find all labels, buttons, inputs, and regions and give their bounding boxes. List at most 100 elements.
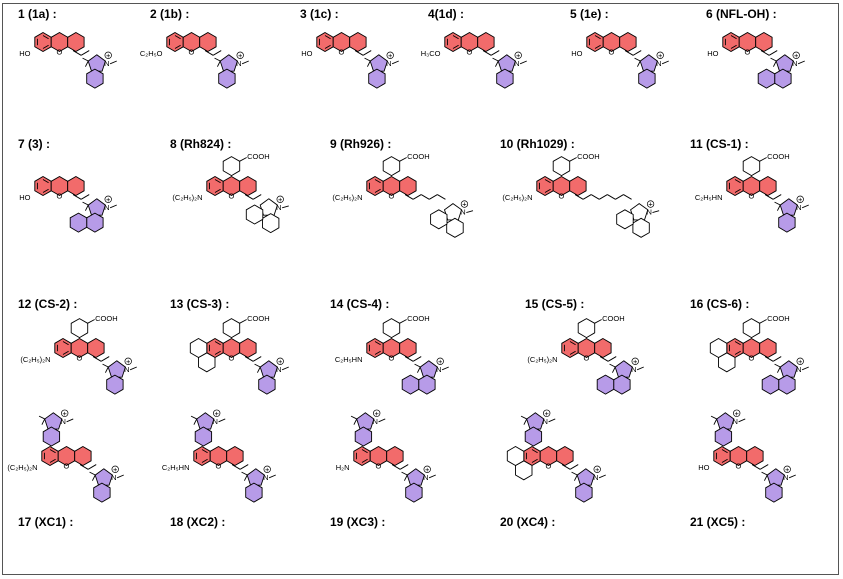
charge-sign: +: [734, 409, 739, 418]
charge-sign: +: [648, 200, 653, 209]
oxygen-atom: O: [584, 354, 590, 363]
double-bond: [214, 179, 221, 184]
carboxyl-label: COOH: [577, 152, 600, 161]
indolium-benzene-ring: [778, 374, 796, 395]
methyl-bond: [257, 366, 261, 373]
substituent-label: C₂H₅HN: [695, 193, 723, 202]
xanthene-ring-cyclohexene: [239, 175, 257, 197]
methine-bond: [80, 50, 90, 56]
double-bond: [174, 35, 181, 40]
double-bond: [324, 44, 331, 49]
indolium-five-ring: [716, 412, 735, 430]
indolium-benzene-ring: [765, 482, 783, 503]
n-alkyl-bond: [636, 366, 644, 371]
methine-bond: [772, 356, 782, 362]
n-alkyl-bond: [801, 366, 809, 371]
indolium-benzene-ring: [524, 426, 543, 447]
methine-bond: [490, 50, 500, 56]
indolium-five-ring: [219, 54, 238, 72]
methyl-bond: [401, 471, 408, 476]
methyl-bond: [414, 363, 421, 368]
charge-sign: +: [798, 195, 803, 204]
n-alkyl-bond: [218, 418, 226, 423]
methine-bond: [72, 50, 82, 56]
substituent-label: HO: [301, 49, 312, 58]
methine-bond: [429, 194, 438, 200]
charge-sign: +: [785, 465, 790, 474]
xanthene-ring-cyclohexene: [746, 445, 764, 467]
n-alkyl-bond: [281, 205, 289, 209]
n-alkyl-bond: [428, 474, 436, 479]
oxygen-atom: O: [229, 354, 235, 363]
oxygen-atom: O: [389, 192, 395, 201]
xanthene-ring-cyclohexene: [199, 31, 217, 53]
indolium-five-ring: [246, 468, 265, 486]
charge-sign: +: [214, 409, 219, 418]
nitrogen-atom: N: [514, 59, 519, 68]
charge-sign: +: [265, 465, 270, 474]
julolidine-ring: [506, 445, 525, 467]
double-bond: [374, 179, 381, 184]
double-bond: [42, 188, 49, 193]
indolium-five-ring: [779, 198, 798, 216]
xanthene-ring-cyclohexene: [594, 337, 612, 359]
substituent-label: HO: [19, 49, 30, 58]
indolium-five-ring: [406, 468, 425, 486]
methine-bond: [607, 194, 616, 200]
nitrogen-atom: N: [104, 59, 109, 68]
carboxyl-label: COOH: [602, 314, 625, 323]
nitrogen-atom: N: [792, 59, 797, 68]
positive-charge-icon: [423, 465, 431, 473]
positive-charge-icon: [213, 409, 221, 417]
methyl-bond: [367, 60, 371, 67]
double-bond: [452, 44, 459, 49]
methyl-bond: [214, 57, 221, 62]
double-bond: [214, 188, 221, 193]
indolium-benzene-ring: [245, 482, 263, 503]
oxygen-atom: O: [229, 192, 235, 201]
methine-bond: [437, 194, 446, 200]
double-bond: [214, 341, 221, 346]
double-bond: [730, 44, 737, 49]
methyl-bond: [353, 418, 358, 425]
substituent-label: H₂N: [336, 463, 350, 472]
methine-bond: [354, 50, 364, 56]
indolium-benzene-ring: [258, 374, 276, 395]
compound-label: 3 (1c) :: [300, 7, 339, 21]
positive-charge-icon: [460, 200, 469, 208]
double-bond: [594, 44, 601, 49]
double-bond: [734, 341, 741, 346]
methine-bond: [772, 194, 782, 200]
substituent-label: C₂H₅O: [140, 49, 163, 58]
benzoic-acid-ring: [70, 318, 89, 339]
oxygen-atom: O: [736, 462, 742, 471]
positive-charge-icon: [276, 195, 284, 203]
positive-charge-icon: [646, 200, 655, 208]
carboxyl-bond: [759, 157, 767, 162]
double-bond: [374, 188, 381, 193]
nitrogen-atom: N: [783, 473, 788, 482]
xanthene-ring-cyclohexene: [226, 445, 244, 467]
compound-label: 9 (Rh926) :: [330, 137, 391, 151]
indolium-five-ring: [196, 412, 215, 430]
indolium-five-ring: [369, 54, 388, 72]
nitrogen-atom: N: [631, 365, 636, 374]
indolium-benzene-ring: [262, 213, 280, 234]
carboxyl-bond: [759, 319, 767, 324]
methyl-bond: [364, 57, 371, 62]
oxygen-atom: O: [749, 354, 755, 363]
double-bond: [62, 341, 69, 346]
carboxyl-label: COOH: [247, 152, 270, 161]
carboxyl-bond: [239, 319, 247, 324]
substituent-label: C₂H₅HN: [162, 463, 190, 472]
carboxyl-bond: [399, 157, 407, 162]
n-alkyl-bond: [441, 366, 449, 371]
xanthene-ring-cyclohexene: [759, 175, 777, 197]
xanthene-ring-cyclohexene: [619, 31, 637, 53]
substituent-label: HO: [698, 463, 709, 472]
indolium-five-ring: [779, 360, 798, 378]
methyl-bond: [495, 60, 499, 67]
